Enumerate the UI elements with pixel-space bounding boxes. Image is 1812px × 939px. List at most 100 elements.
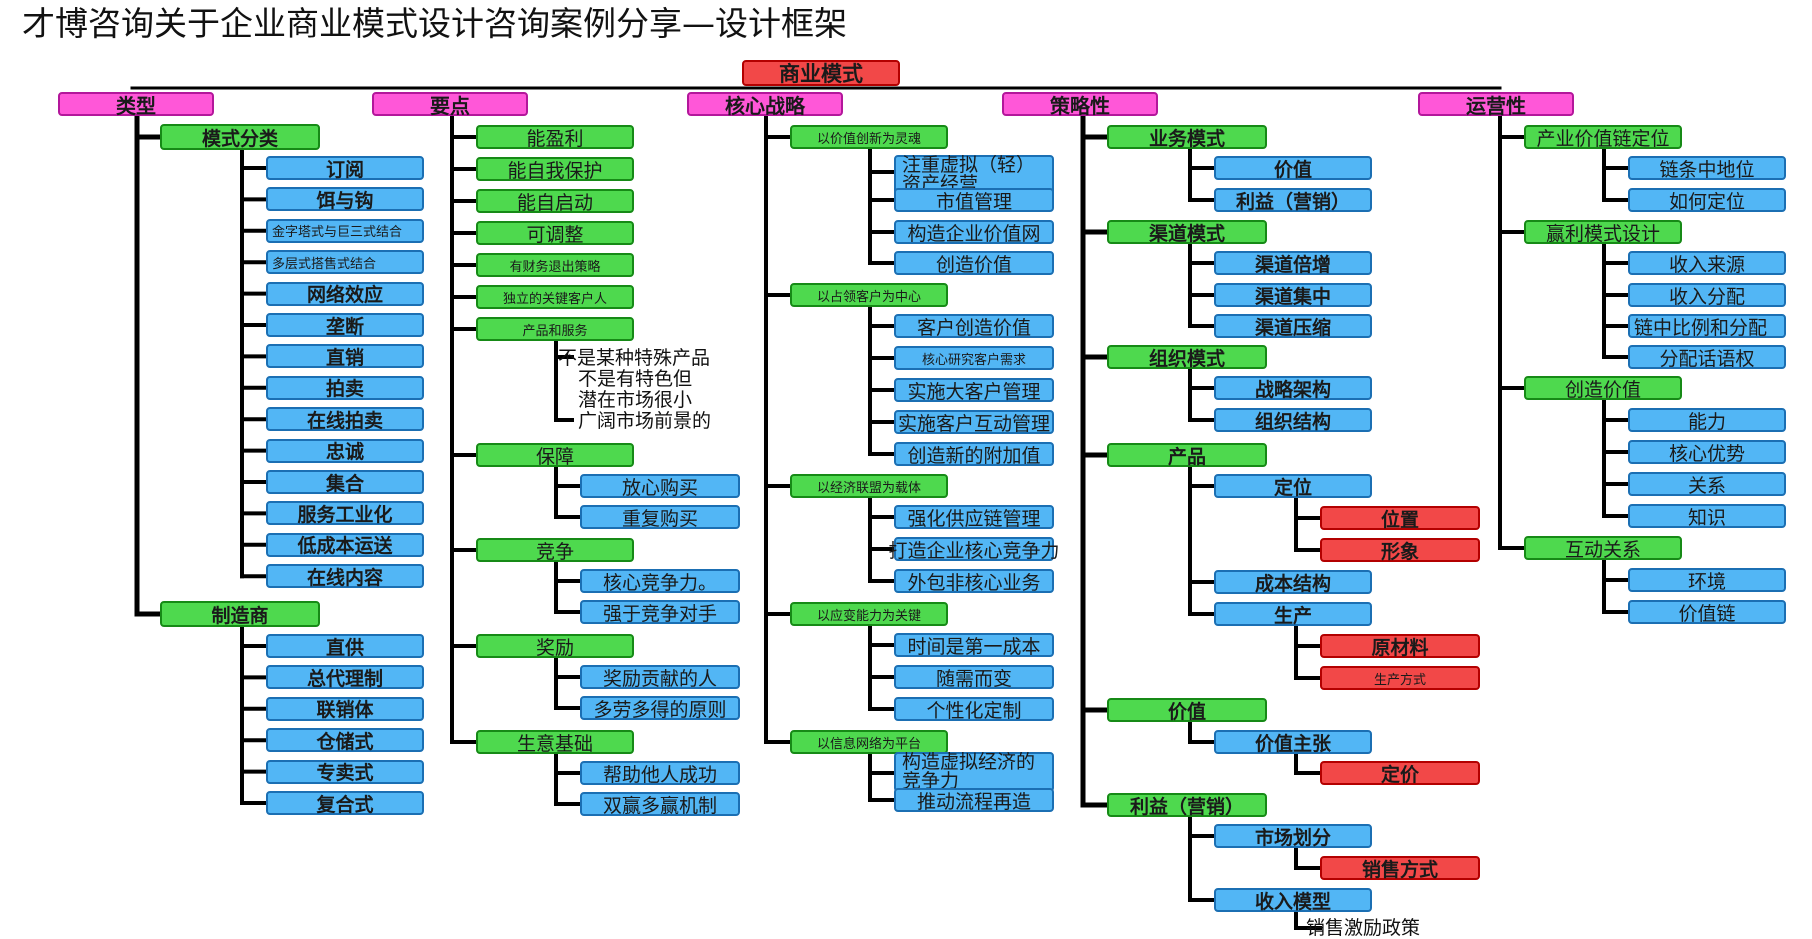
node-yunying-g2-item: 分配话语权 [1628, 345, 1786, 370]
node-celue-main: 价值 [1107, 698, 1267, 723]
node-yewu-item: 利益（营销） [1214, 188, 1372, 213]
node-moshi-item: 订阅 [266, 156, 424, 181]
text-chanpin-desc: 潜在市场很小 [578, 389, 693, 411]
node-hexin-g2: 以占领客户为中心 [790, 283, 948, 307]
node-dingwei-item: 位置 [1320, 506, 1480, 531]
node-moshi-item: 拍卖 [266, 375, 424, 400]
node-hexin-g1-item: 创造价值 [894, 251, 1054, 276]
node-qudao-item: 渠道压缩 [1214, 314, 1372, 339]
node-moshi-item: 集合 [266, 470, 424, 495]
node-jingzheng: 竞争 [476, 538, 634, 563]
node-hexin-g4: 以应变能力为关键 [790, 602, 948, 626]
text-chanpin-desc: 不是某种特殊产品 [558, 347, 711, 369]
node-yaodian-item: 能盈利 [476, 125, 634, 150]
node-baozhang-item: 放心购买 [580, 474, 740, 499]
node-shouru: 收入模型 [1214, 888, 1372, 913]
text-chanpin-desc: 不是有特色但 [578, 368, 693, 390]
node-hexin-g3-item: 外包非核心业务 [894, 569, 1054, 594]
page-title: 才博咨询关于企业商业模式设计咨询案例分享—设计框架 [22, 4, 847, 43]
node-shengchan-item: 原材料 [1320, 634, 1480, 659]
node-hexin-g2-item: 核心研究客户需求 [894, 346, 1054, 370]
node-category-celue: 策略性 [1002, 92, 1158, 118]
text-xiaoshou-jili: 销售激励政策 [1306, 917, 1421, 939]
node-zuzhi-item: 战略架构 [1214, 376, 1372, 401]
node-yaodian-item: 产品和服务 [476, 317, 634, 341]
node-celue-main: 利益（营销） [1107, 793, 1267, 818]
node-jingzheng-item: 强于竞争对手 [580, 600, 740, 625]
node-hexin-g3-item: 强化供应链管理 [894, 505, 1054, 530]
node-hexin-g4-item: 随需而变 [894, 665, 1054, 690]
node-zhizao-item: 仓储式 [266, 728, 424, 753]
node-moshi-item: 金字塔式与巨三式结合 [266, 218, 424, 243]
node-category-yunying: 运营性 [1418, 92, 1574, 118]
node-zhizaoshang: 制造商 [160, 601, 320, 627]
node-yunying-g4-item: 环境 [1628, 568, 1786, 593]
node-zhizao-item: 直供 [266, 634, 424, 659]
node-hexin-g1-item: 构造企业价值网 [894, 220, 1054, 245]
node-yunying-g3: 创造价值 [1524, 376, 1682, 401]
node-moshi-item: 直销 [266, 344, 424, 369]
node-hexin-g2-item: 实施客户互动管理 [894, 410, 1054, 435]
node-yaodian-item: 能自我保护 [476, 157, 634, 182]
node-moshi-item: 服务工业化 [266, 501, 424, 526]
node-baozhang: 保障 [476, 443, 634, 468]
node-celue-main: 业务模式 [1107, 125, 1267, 150]
node-shengyi: 生意基础 [476, 730, 634, 755]
node-yunying-g3-item: 知识 [1628, 504, 1786, 529]
node-shichang: 市场划分 [1214, 824, 1372, 849]
node-zhizao-item: 专卖式 [266, 759, 424, 784]
node-yunying-g3-item: 核心优势 [1628, 440, 1786, 465]
node-dingwei: 定位 [1214, 474, 1372, 499]
node-yunying-g3-item: 能力 [1628, 408, 1786, 433]
node-moshi-item: 网络效应 [266, 281, 424, 306]
node-xiaoshou: 销售方式 [1320, 856, 1480, 881]
node-yaodian-item: 可调整 [476, 221, 634, 246]
node-chengben: 成本结构 [1214, 570, 1372, 595]
node-yaodian-item: 独立的关键客户人 [476, 285, 634, 309]
node-qudao-item: 渠道集中 [1214, 283, 1372, 308]
node-hexin-g5: 以信息网络为平台 [790, 730, 948, 754]
node-moshi-item: 忠诚 [266, 438, 424, 463]
node-celue-main: 组织模式 [1107, 345, 1267, 370]
node-hexin-g4-item: 个性化定制 [894, 697, 1054, 722]
node-hexin-g1: 以价值创新为灵魂 [790, 125, 948, 149]
node-jiazhi-zhuzhang: 价值主张 [1214, 730, 1372, 755]
node-yunying-g1-item: 如何定位 [1628, 188, 1786, 213]
node-zhizao-item: 复合式 [266, 791, 424, 816]
node-hexin-g1-item: 市值管理 [894, 188, 1054, 213]
node-yunying-g4: 互动关系 [1524, 536, 1682, 561]
node-qudao-item: 渠道倍增 [1214, 251, 1372, 276]
node-shengyi-item: 帮助他人成功 [580, 761, 740, 786]
node-moshi-item: 垄断 [266, 313, 424, 338]
node-category-yaodian: 要点 [372, 92, 528, 118]
node-hexin-g2-item: 实施大客户管理 [894, 378, 1054, 403]
node-moshi-item: 在线拍卖 [266, 407, 424, 432]
node-root: 商业模式 [742, 60, 900, 86]
node-shengyi-item: 双赢多赢机制 [580, 792, 740, 817]
node-moshi-fenlei: 模式分类 [160, 124, 320, 150]
node-dingwei-item: 形象 [1320, 538, 1480, 563]
node-moshi-item: 饵与钩 [266, 187, 424, 212]
node-moshi-item: 在线内容 [266, 564, 424, 589]
node-hexin-g5-item: 构造虚拟经济的竞争力 [894, 752, 1054, 792]
node-yunying-g2-item: 收入来源 [1628, 251, 1786, 276]
node-hexin-g3-item: 打造企业核心竞争力 [889, 537, 1060, 562]
node-category-hexin: 核心战略 [687, 92, 843, 118]
node-moshi-item: 多层式搭售式结合 [266, 250, 424, 275]
node-baozhang-item: 重复购买 [580, 505, 740, 530]
node-hexin-g5-item: 推动流程再造 [894, 788, 1054, 813]
node-yunying-g1-item: 链条中地位 [1628, 156, 1786, 181]
node-yunying-g2-item: 链中比例和分配 [1628, 314, 1786, 339]
node-yaodian-item: 能自启动 [476, 189, 634, 214]
node-yunying-g2: 赢利模式设计 [1524, 220, 1682, 245]
node-jiangli: 奖励 [476, 634, 634, 659]
node-yunying-g2-item: 收入分配 [1628, 283, 1786, 308]
node-yunying-g4-item: 价值链 [1628, 600, 1786, 625]
node-hexin-g2-item: 客户创造价值 [894, 314, 1054, 339]
node-shengchan: 生产 [1214, 602, 1372, 627]
node-celue-main: 渠道模式 [1107, 220, 1267, 245]
node-yewu-item: 价值 [1214, 156, 1372, 181]
node-zhizao-item: 总代理制 [266, 665, 424, 690]
node-hexin-g3: 以经济联盟为载体 [790, 474, 948, 498]
